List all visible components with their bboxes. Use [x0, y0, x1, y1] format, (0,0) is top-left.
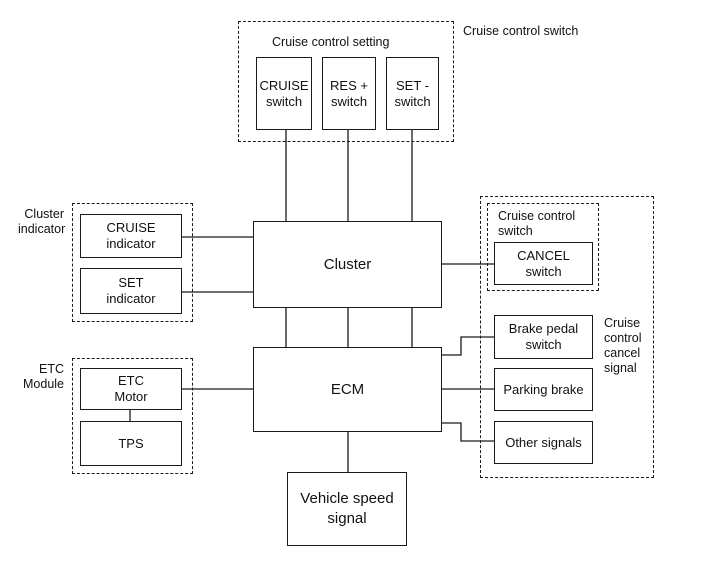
- etc-module-label: ETC Module: [23, 362, 64, 391]
- brake-pedal-switch-box: Brake pedal switch: [494, 315, 593, 359]
- cancel-switch-group: [487, 203, 599, 291]
- cruise-control-switch-group: [238, 21, 454, 142]
- etc-motor-box: ETC Motor: [80, 368, 182, 410]
- cluster-box: Cluster: [253, 221, 442, 308]
- cruise-switch-box: CRUISE switch: [256, 57, 312, 130]
- ecm-box: ECM: [253, 347, 442, 432]
- wire-ecm-to-brake: [442, 336, 494, 356]
- other-signals-box: Other signals: [494, 421, 593, 464]
- set-indicator-box: SET indicator: [80, 268, 182, 314]
- cruise-indicator-box: CRUISE indicator: [80, 214, 182, 258]
- cancel-switch-box: CANCEL switch: [494, 242, 593, 285]
- cruise-control-switch-label: Cruise control switch: [463, 24, 579, 38]
- vehicle-speed-signal-box: Vehicle speed signal: [287, 472, 407, 546]
- res-switch-box: RES + switch: [322, 57, 376, 130]
- etc-module-group: [72, 358, 193, 474]
- parking-brake-box: Parking brake: [494, 368, 593, 411]
- cancel-switch-group-label: Cruise control switch: [498, 209, 576, 238]
- set-switch-box: SET - switch: [386, 57, 439, 130]
- cancel-signal-label: Cruise control cancel signal: [604, 316, 642, 375]
- cluster-indicator-group: [72, 203, 193, 322]
- tps-box: TPS: [80, 421, 182, 466]
- cruise-control-setting-label: Cruise control setting: [272, 35, 390, 49]
- wire-ecm-to-other: [442, 422, 494, 442]
- cancel-signal-group: [480, 196, 654, 478]
- cluster-indicator-label: Cluster indicator: [18, 207, 66, 236]
